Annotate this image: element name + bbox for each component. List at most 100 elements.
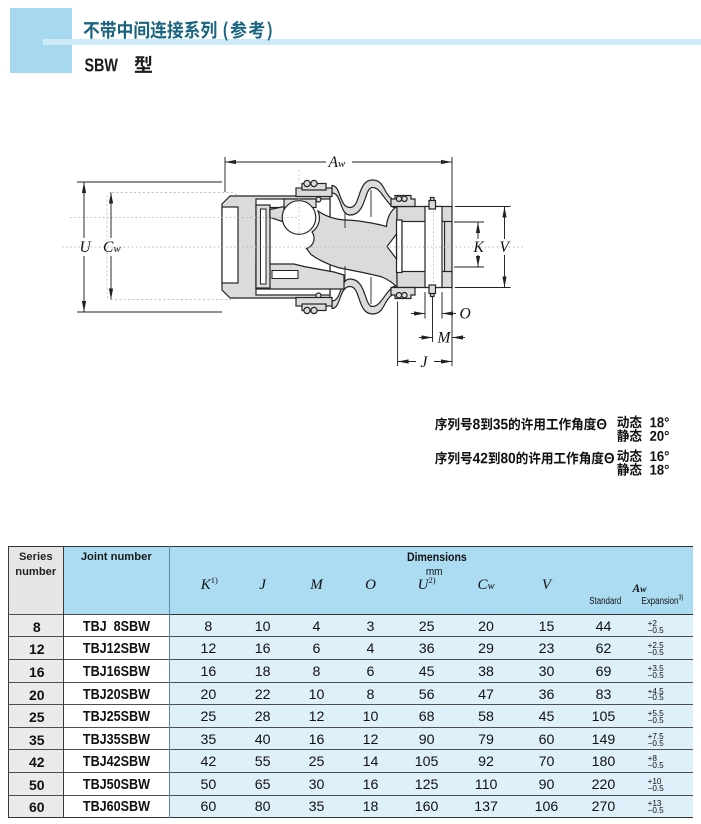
angle-note-line2-static-value — [650, 464, 669, 475]
cell-series: 60 — [8, 794, 64, 818]
cell-u: 160 — [397, 794, 456, 818]
dimensions-title: Dimensions — [406, 551, 467, 565]
col-header-j: J — [235, 577, 290, 597]
cell-series: 35 — [8, 726, 64, 750]
dim-label-cw: Cw — [103, 239, 121, 256]
col-header-cw: Cw — [455, 577, 517, 597]
cell-k: 20 — [169, 681, 236, 705]
cell-v: 45 — [516, 704, 577, 728]
cell-u: 90 — [397, 726, 456, 750]
cell-aw-std: 105 — [576, 704, 634, 728]
cell-o: 16 — [343, 772, 398, 796]
col-header-joint-number: Joint number — [63, 546, 170, 615]
cell-u: 105 — [397, 749, 456, 773]
angle-note-line1-dynamic-value — [650, 417, 669, 428]
cell-v: 60 — [516, 726, 577, 750]
cell-aw-std: 69 — [576, 659, 634, 683]
cell-o: 4 — [343, 636, 398, 660]
cell-aw-expansion: +2.5−0.5 — [633, 636, 694, 660]
cell-aw-expansion: +5.5−0.5 — [633, 704, 694, 728]
cell-j: 80 — [235, 794, 290, 818]
cell-k: 60 — [169, 794, 236, 818]
cell-joint: TBJ60SBW — [63, 794, 170, 818]
dim-label-v: V — [500, 239, 511, 256]
angle-note-line1-dynamic-label — [617, 415, 642, 429]
cell-j: 18 — [235, 659, 290, 683]
cell-j: 28 — [235, 704, 290, 728]
dim-label-o: O — [460, 306, 471, 323]
angle-note-line1-static-label — [617, 429, 642, 442]
angle-note-line1 — [435, 415, 669, 442]
cell-aw-std: 270 — [576, 794, 634, 818]
cell-aw-expansion: +3.5−0.5 — [633, 659, 694, 683]
cell-u: 25 — [397, 613, 456, 637]
cell-joint: TBJ 8SBW — [63, 613, 170, 637]
cell-cw: 58 — [455, 704, 517, 728]
cell-m: 30 — [289, 772, 344, 796]
cell-aw-std: 149 — [576, 726, 634, 750]
cell-j: 22 — [235, 681, 290, 705]
cell-o: 6 — [343, 659, 398, 683]
cell-joint: TBJ16SBW — [63, 659, 170, 683]
header-accent-bar — [43, 38, 701, 45]
cell-v: 30 — [516, 659, 577, 683]
joint-drawing: Aw U Cw K V O M J — [62, 154, 524, 371]
angle-note-line1-static-value — [650, 430, 669, 441]
cell-cw: 29 — [455, 636, 517, 660]
cell-joint: TBJ20SBW — [63, 681, 170, 705]
phantom-lines — [106, 192, 238, 300]
cell-o: 3 — [343, 613, 398, 637]
cell-u: 125 — [397, 772, 456, 796]
dimension-arrows — [81, 159, 507, 364]
cell-aw-expansion: +2−0.5 — [633, 613, 694, 637]
cell-series: 12 — [8, 636, 64, 660]
cell-k: 50 — [169, 772, 236, 796]
cell-cw: 47 — [455, 681, 517, 705]
cell-k: 8 — [169, 613, 236, 637]
cell-j: 40 — [235, 726, 290, 750]
angle-note-line2-dynamic-label — [617, 449, 642, 463]
cell-k: 35 — [169, 726, 236, 750]
page-header — [83, 20, 272, 73]
cell-o: 18 — [343, 794, 398, 818]
cell-aw-expansion: +10−0.5 — [633, 772, 694, 796]
cell-u: 36 — [397, 636, 456, 660]
col-header-dimensions: Dimensions mm — [169, 546, 694, 578]
cell-cw: 92 — [455, 749, 517, 773]
cell-o: 10 — [343, 704, 398, 728]
cell-j: 16 — [235, 636, 290, 660]
dimensions-unit: mm — [425, 565, 443, 578]
cell-cw: 137 — [455, 794, 517, 818]
cell-joint: TBJ12SBW — [63, 636, 170, 660]
cell-k: 42 — [169, 749, 236, 773]
col-header-k: K1) — [169, 576, 236, 597]
cell-o: 8 — [343, 681, 398, 705]
dim-label-u: U — [80, 239, 93, 256]
dimension-labels: Aw U Cw K V O M J — [80, 154, 511, 371]
col-header-m: M — [289, 577, 344, 597]
cell-m: 16 — [289, 726, 344, 750]
model-title — [84, 55, 152, 73]
cell-v: 23 — [516, 636, 577, 660]
cell-series: 8 — [8, 613, 64, 637]
center-lines — [62, 170, 524, 283]
cell-j: 10 — [235, 613, 290, 637]
dimension-lines — [77, 157, 511, 366]
cell-aw-expansion: +4.5−0.5 — [633, 681, 694, 705]
col-header-u: U2) — [397, 576, 456, 597]
cell-k: 25 — [169, 704, 236, 728]
cell-cw: 20 — [455, 613, 517, 637]
cell-aw-std: 44 — [576, 613, 634, 637]
cell-aw-expansion: +7.5−0.5 — [633, 726, 694, 750]
cell-m: 35 — [289, 794, 344, 818]
cell-series: 25 — [8, 704, 64, 728]
cell-cw: 38 — [455, 659, 517, 683]
cell-series: 16 — [8, 659, 64, 683]
angle-note-line2 — [435, 449, 669, 476]
